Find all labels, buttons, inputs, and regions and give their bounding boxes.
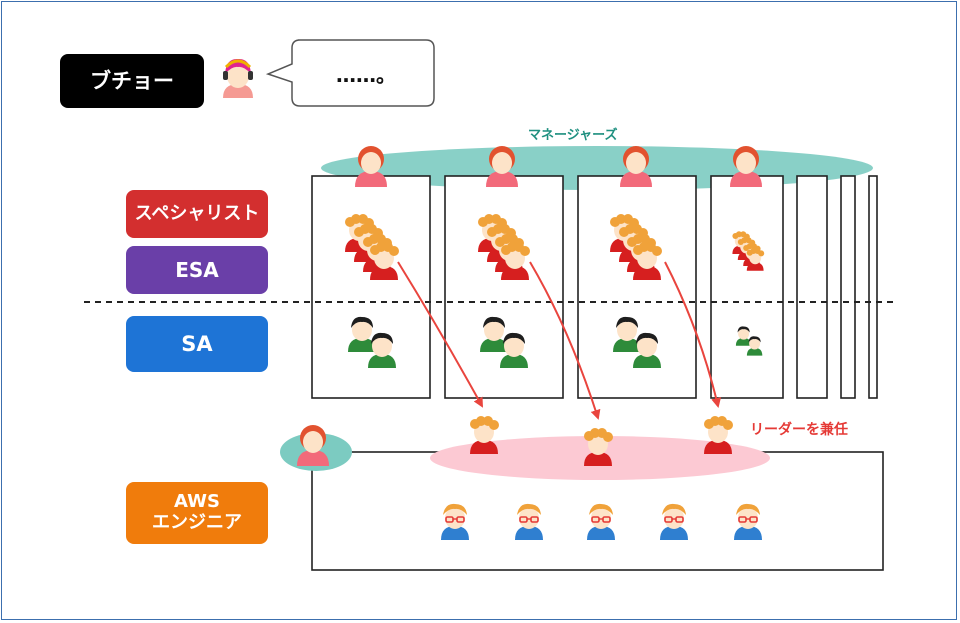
team-column-6 bbox=[840, 175, 856, 399]
speech-bubble bbox=[265, 39, 435, 107]
role-sa: SA bbox=[126, 316, 268, 372]
leader-specialist-icon bbox=[470, 416, 499, 454]
role-aws-line2: エンジニア bbox=[152, 512, 242, 533]
team-column-7 bbox=[868, 175, 878, 399]
role-esa: ESA bbox=[126, 246, 268, 294]
bucho-label: ブチョー bbox=[60, 54, 204, 108]
bucho-person-icon bbox=[221, 57, 255, 100]
arrow-to-leader-2 bbox=[529, 261, 601, 420]
leader-specialist-icon bbox=[704, 416, 733, 454]
speech-text: ……。 bbox=[336, 62, 396, 87]
arrow-to-leader-1 bbox=[397, 261, 483, 408]
role-aws-line1: AWS bbox=[174, 491, 220, 513]
team-column-5 bbox=[796, 175, 828, 399]
role-aws-engineer: AWS エンジニア bbox=[126, 482, 268, 544]
team-column-4 bbox=[710, 175, 784, 399]
managers-caption: マネージャーズ bbox=[528, 128, 618, 143]
role-specialist: スペシャリスト bbox=[126, 190, 268, 238]
arrow-to-leader-3 bbox=[664, 261, 722, 408]
leader-caption: リーダーを兼任 bbox=[750, 422, 848, 438]
